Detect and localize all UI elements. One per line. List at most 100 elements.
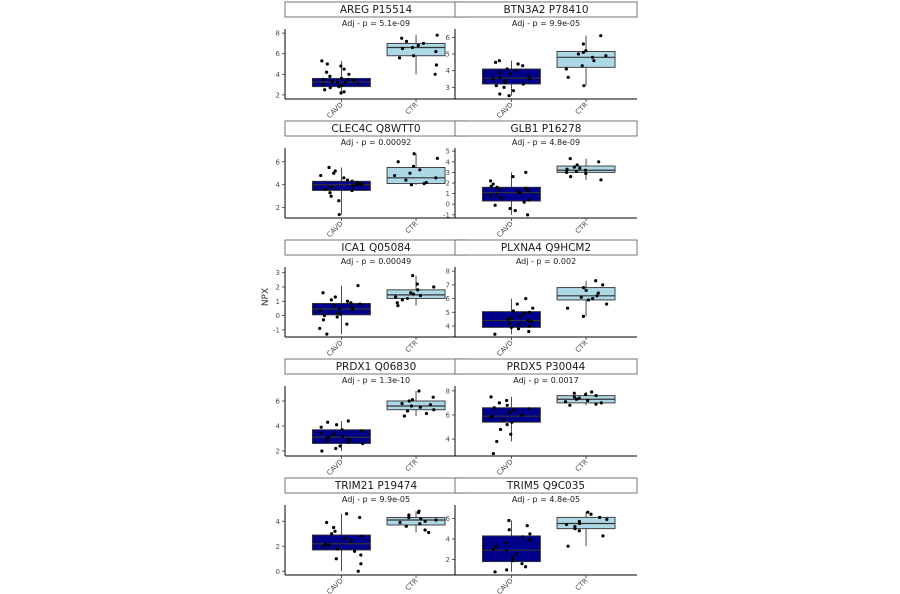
y-tick-label: 4 [446,67,451,75]
data-point [332,171,336,175]
data-point [332,303,336,308]
box-cavd [311,165,371,217]
x-tick-label: CAVD [495,458,514,477]
data-point [432,408,436,412]
data-point [328,86,332,90]
box-cavd [481,59,541,98]
data-point [526,213,530,217]
data-point [492,406,496,410]
data-point [509,325,513,329]
data-point [336,311,340,315]
data-point [359,553,363,557]
data-point [493,60,498,64]
data-point [489,184,493,188]
data-point [345,299,350,303]
data-point [427,530,431,535]
box-cavd [481,296,541,336]
data-point [522,312,526,316]
data-point [566,544,570,548]
data-point [333,295,337,299]
data-point [572,165,576,169]
data-point [488,179,493,183]
data-point [358,302,362,306]
data-point [323,542,328,546]
data-point [332,525,336,530]
data-point [350,179,354,183]
data-point [509,432,513,436]
data-point [328,191,332,195]
panel-title: GLB1 P16278 [511,123,582,135]
y-tick-label: 6 [276,158,281,166]
data-point [411,292,416,296]
data-point [498,187,502,191]
data-point [340,84,344,88]
y-tick-label: 1 [446,190,450,198]
box-ctr [556,157,616,182]
data-point [347,438,351,442]
data-point [511,309,515,313]
box-cavd [311,283,371,336]
panel-title: TRIM21 P19474 [334,480,418,492]
data-point [566,75,570,79]
data-point [329,194,333,198]
data-point [434,50,438,54]
data-point [579,295,583,299]
data-point [497,59,502,63]
data-point [528,538,532,542]
data-point [582,285,586,290]
data-point [495,185,499,189]
data-point [421,41,426,46]
data-point [493,332,497,336]
data-point [510,420,514,424]
data-point [530,320,534,324]
data-point [568,157,572,161]
box-ctr [386,389,446,418]
data-point [330,532,334,536]
data-point [343,80,347,85]
data-point [358,515,362,520]
data-point [565,306,570,310]
data-point [527,407,531,411]
data-point [574,397,579,401]
box-ctr [386,33,446,76]
data-point [423,519,427,523]
data-point [419,517,423,521]
data-point [604,54,608,58]
y-tick-label: 6 [446,34,451,42]
data-point [511,89,516,93]
y-axis-label: NPX [261,288,271,306]
data-point [563,400,568,404]
panel-title: PRDX1 Q06830 [336,361,417,373]
panel-pvalue: Adj - p = 0.0017 [513,376,578,385]
data-point [405,296,410,301]
data-point [355,180,359,185]
x-tick-label: CAVD [325,220,344,239]
data-point [516,189,520,194]
x-tick-label: CTR [404,220,420,236]
panel-pvalue: Adj - p = 0.002 [516,257,576,266]
panel-strip [454,1,638,18]
data-point [582,84,586,88]
data-point [589,512,593,516]
x-tick-label: CAVD [325,339,344,358]
y-tick-label: 3 [276,269,280,277]
data-point [497,401,501,405]
y-tick-label: 6 [446,411,451,419]
x-tick-label: CTR [574,101,590,117]
data-point [435,33,439,37]
box-iqr [386,167,446,185]
data-point [351,184,355,188]
data-point [346,77,350,82]
data-point [393,295,398,299]
box-ctr [386,152,446,187]
data-point [356,283,360,288]
data-point [597,160,601,164]
box-iqr [311,534,371,551]
data-point [526,74,530,78]
panel-pvalue: Adj - p = 4.8e-09 [512,138,580,147]
panel-pvalue: Adj - p = 0.00092 [341,138,412,147]
y-tick-label: 1 [276,298,280,306]
